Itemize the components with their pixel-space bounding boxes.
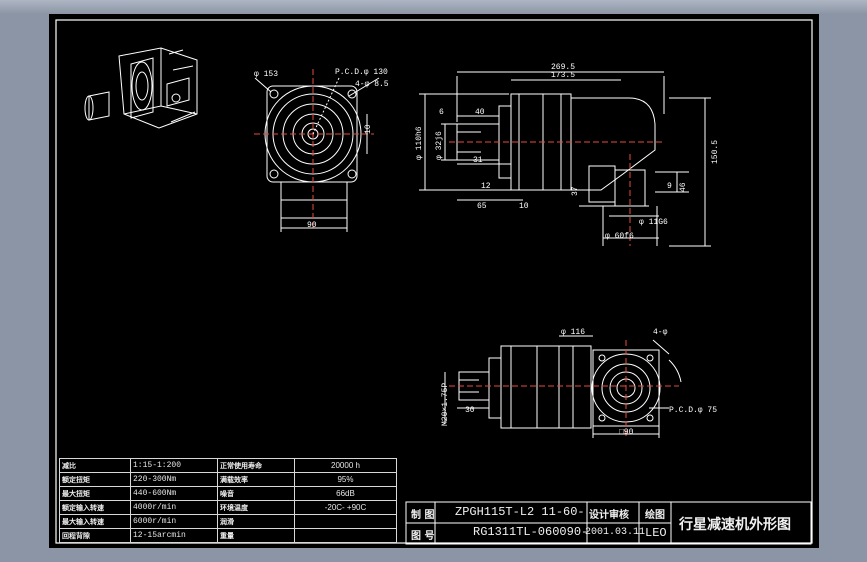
drawing-title: 行星减速机外形图 bbox=[679, 517, 791, 533]
spec-label: 重量 bbox=[217, 528, 295, 543]
dim-thread: M20×1.75P bbox=[441, 383, 450, 426]
spec-value: 6000r/min bbox=[130, 514, 218, 529]
spec-value: 220-300Nm bbox=[130, 472, 218, 487]
spec-value bbox=[294, 514, 397, 529]
dim-key: 6 bbox=[439, 108, 444, 117]
dim-h9: 9 bbox=[667, 182, 672, 191]
dim-step12: 12 bbox=[481, 182, 491, 191]
spec-label: 正常使用寿命 bbox=[217, 458, 295, 473]
spec-value: 12-15arcmin bbox=[130, 528, 218, 543]
design-review-label: 设计审核 bbox=[589, 510, 629, 521]
spec-label: 最大输入转速 bbox=[59, 514, 131, 529]
label-drafter: 绘图 bbox=[645, 510, 665, 521]
spec-label: 额定扭矩 bbox=[59, 472, 131, 487]
isometric-view bbox=[84, 47, 198, 129]
dim-d116: φ 116 bbox=[561, 328, 585, 337]
label-number: 图 号 bbox=[411, 531, 435, 542]
dim-flange-dia: φ 153 bbox=[254, 70, 278, 79]
side-view bbox=[419, 71, 711, 247]
spec-value: 1:15-1:200 bbox=[130, 458, 218, 473]
dim-bottom-pcd: P.C.D.φ 75 bbox=[669, 406, 717, 415]
drafter-name: LEO bbox=[645, 526, 667, 540]
dim-holes: 4-φ 8.5 bbox=[355, 80, 389, 89]
drawing-date: 2001.03.11 bbox=[585, 527, 646, 538]
dim-d2: φ 32j6 bbox=[435, 131, 444, 160]
spec-value: 4000r/min bbox=[130, 500, 218, 515]
spec-label: 满载效率 bbox=[217, 472, 295, 487]
spec-value: 440-600Nm bbox=[130, 486, 218, 501]
viewer-top-bar bbox=[0, 0, 867, 14]
label-draw: 制 图 bbox=[411, 510, 435, 521]
spec-label: 额定输入转速 bbox=[59, 500, 131, 515]
dim-shaft-len: 40 bbox=[475, 108, 485, 117]
model-number: ZPGH115T-L2 11-60- bbox=[455, 505, 585, 519]
spec-label: 减比 bbox=[59, 458, 131, 473]
dim-h37: 37 bbox=[571, 186, 580, 196]
dim-h46: 46 bbox=[679, 182, 688, 192]
dim-out-dia: φ 11G6 bbox=[639, 218, 668, 227]
title-block-lines bbox=[405, 501, 812, 545]
part-number: RG1311TL-060090- bbox=[473, 525, 589, 539]
dim-bottom-holes: 4-φ bbox=[653, 328, 668, 337]
spec-value bbox=[294, 528, 397, 543]
drawing-sheet: φ 153 P.C.D.φ 130 4-φ 8.5 10 90 bbox=[49, 14, 819, 548]
dim-overall: 269.5 bbox=[551, 63, 575, 72]
spec-label: 润滑 bbox=[217, 514, 295, 529]
dim-body: 173.5 bbox=[551, 71, 575, 80]
spec-label: 环境温度 bbox=[217, 500, 295, 515]
spec-label: 最大扭矩 bbox=[59, 486, 131, 501]
dim-pcd-out: φ 60f6 bbox=[605, 232, 634, 241]
dim-len10: 10 bbox=[519, 202, 529, 211]
dim-offset: 10 bbox=[364, 124, 373, 134]
spec-value: 20000 h bbox=[294, 458, 397, 473]
spec-value: 66dB bbox=[294, 486, 397, 501]
spec-label: 噪音 bbox=[217, 486, 295, 501]
dim-width: 90 bbox=[307, 221, 317, 230]
spec-label: 回程背隙 bbox=[59, 528, 131, 543]
front-view bbox=[254, 69, 380, 232]
dim-len65: 65 bbox=[477, 202, 487, 211]
dim-height: 150.5 bbox=[711, 140, 720, 164]
dim-len30: 30 bbox=[465, 406, 475, 415]
dim-square: □90 bbox=[619, 428, 634, 437]
dim-len31: 31 bbox=[473, 156, 483, 165]
cad-drawing: φ 153 P.C.D.φ 130 4-φ 8.5 10 90 bbox=[55, 19, 813, 545]
sheet-border bbox=[55, 19, 813, 544]
bottom-view bbox=[444, 335, 682, 438]
dim-d1: φ 110h6 bbox=[415, 126, 424, 160]
spec-value: 95% bbox=[294, 472, 397, 487]
spec-value: -20C- +90C bbox=[294, 500, 397, 515]
dim-pcd: P.C.D.φ 130 bbox=[335, 68, 388, 77]
